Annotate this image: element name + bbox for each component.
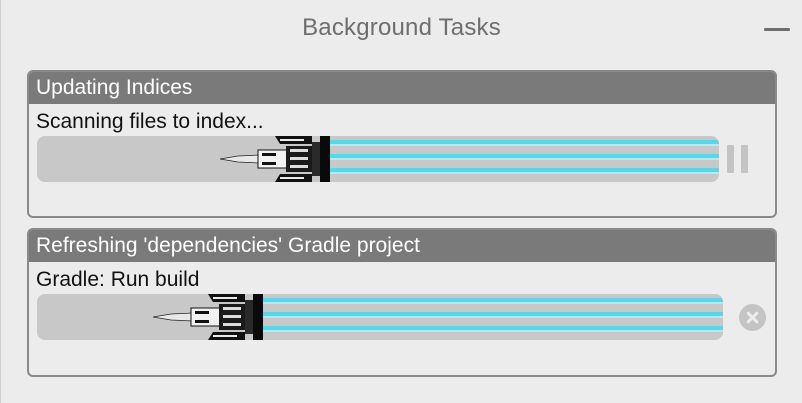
progress-bar <box>37 294 723 340</box>
task-status: Scanning files to index... <box>36 110 264 133</box>
window-title: Background Tasks <box>302 14 501 41</box>
minimize-icon[interactable] <box>764 18 790 40</box>
progress-bar <box>37 136 719 182</box>
progress-fill <box>253 294 723 340</box>
pause-icon[interactable] <box>727 145 749 173</box>
task-panel-updating-indices: Updating Indices Scanning files to index… <box>27 70 777 218</box>
spaceship-icon <box>153 294 263 340</box>
task-title: Updating Indices <box>29 72 775 104</box>
task-status: Gradle: Run build <box>36 268 200 291</box>
progress-fill <box>320 136 719 182</box>
task-panel-gradle-refresh: Refreshing 'dependencies' Gradle project… <box>27 228 777 377</box>
spaceship-icon <box>220 136 330 182</box>
cancel-icon[interactable] <box>739 304 766 331</box>
task-title: Refreshing 'dependencies' Gradle project <box>29 230 775 262</box>
